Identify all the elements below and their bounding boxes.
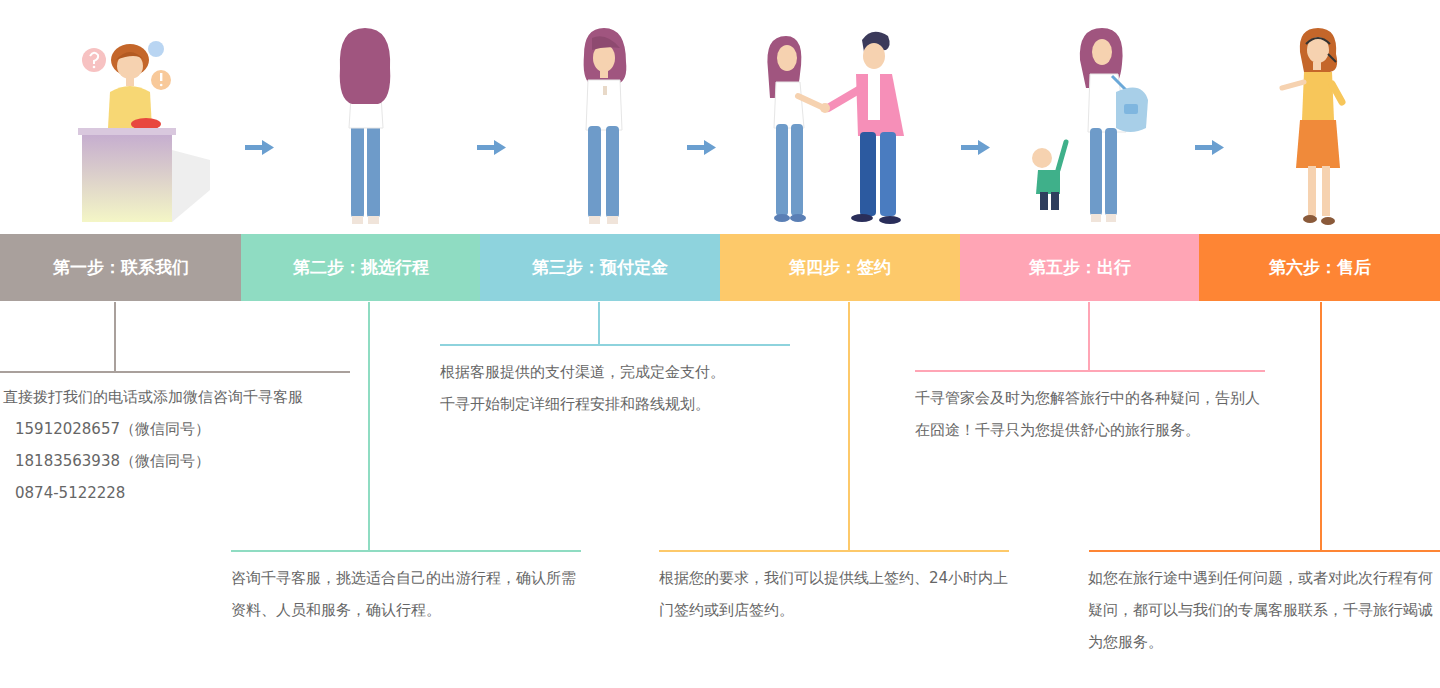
step-title: 第六步：售后 [1269,256,1371,279]
step-title: 第三步：预付定金 [532,256,668,279]
step-description: 千寻管家会及时为您解答旅行中的各种疑问，告别人在囧途！千寻只为您提供舒心的旅行服… [915,382,1267,446]
step-band: 第六步：售后 [1199,234,1440,301]
step-band: 第二步：挑选行程 [241,234,480,301]
service-figure [1282,28,1342,225]
step-band: 第五步：出行 [960,234,1199,301]
step-description: 根据您的要求，我们可以提供线上签约、24小时内上门签约或到店签约。 [659,562,1011,626]
step-band: 第三步：预付定金 [480,234,720,301]
step-description: 18183563938（微信同号） [15,445,315,477]
step-description: 千寻开始制定详细行程安排和路线规划。 [440,388,800,420]
step-title: 第五步：出行 [1029,256,1131,279]
step-description: 15912028657（微信同号） [15,413,315,445]
step-title: 第一步：联系我们 [53,256,189,279]
flow-arrows [245,140,1224,155]
step-band: 第四步：签约 [720,234,960,301]
receptionist-figure [78,41,210,222]
step-description: 根据客服提供的支付渠道，完成定金支付。 [440,356,800,388]
traveller-figure [1032,28,1148,222]
handshake-figure [767,32,904,224]
woman-front-figure [584,28,627,224]
step-description: 如您在旅行途中遇到任何问题，或者对此次行程有何疑问，都可以与我们的专属客服联系，… [1088,562,1436,658]
step-description: 咨询千寻客服，挑选适合自己的出游行程，确认所需资料、人员和服务，确认行程。 [231,562,583,626]
step-description: 直接拨打我们的电话或添加微信咨询千寻客服 [3,381,363,413]
leader-lines [0,302,1440,551]
step-title: 第四步：签约 [789,256,891,279]
step-title: 第二步：挑选行程 [293,256,429,279]
woman-back-figure [340,28,391,224]
step-description: 0874-5122228 [15,477,315,509]
step-band: 第一步：联系我们 [0,234,241,301]
